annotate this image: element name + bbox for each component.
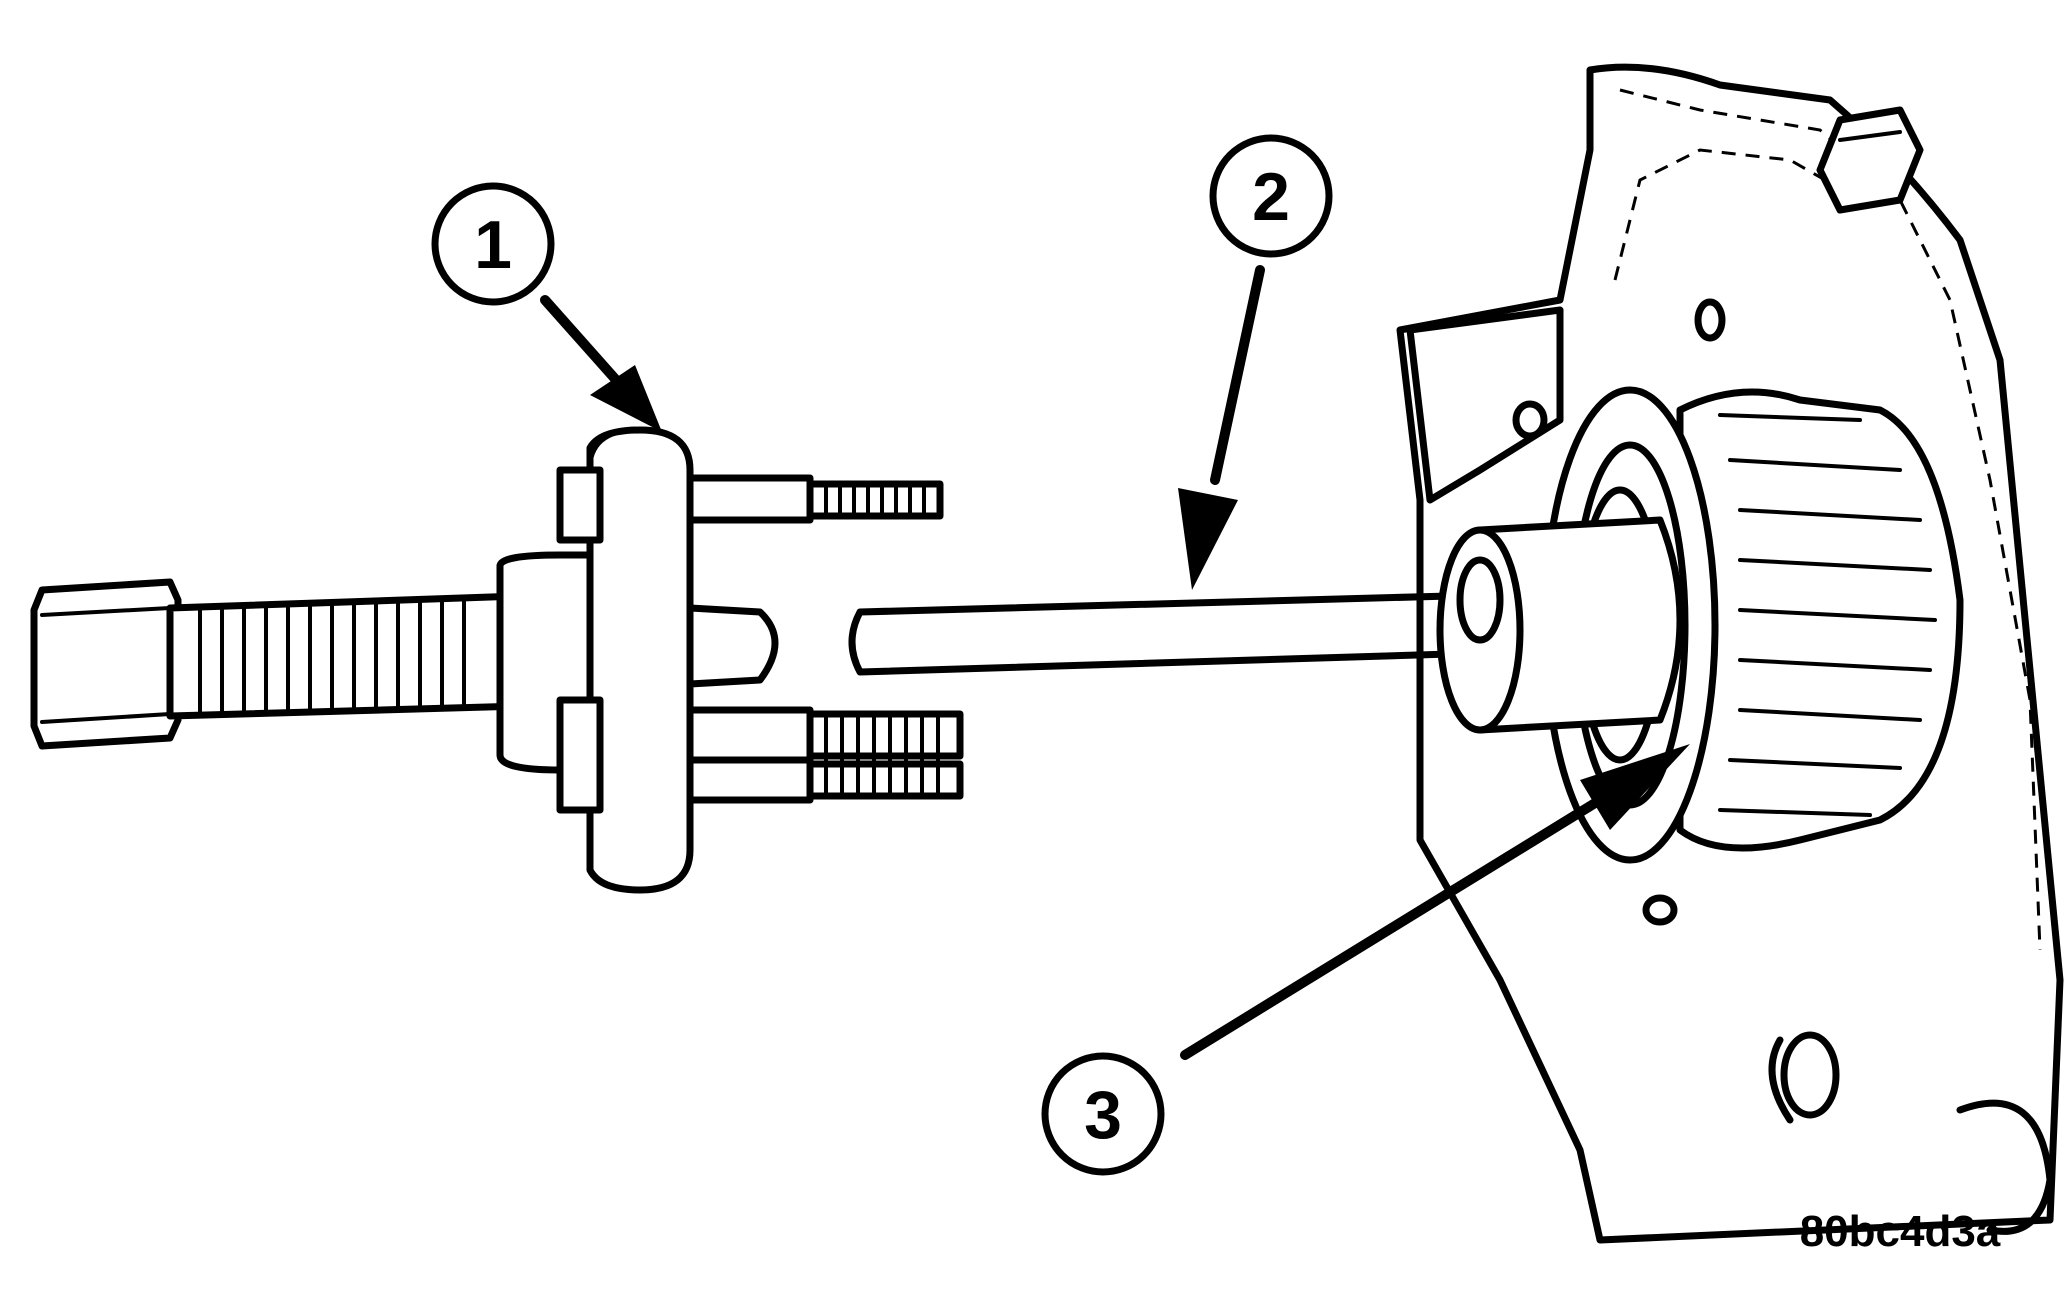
callout-2: 2: [1178, 134, 1333, 590]
callout-3-arrow: [1180, 744, 1690, 1060]
callout-3-number: 3: [1084, 1077, 1122, 1153]
callout-1: 1: [431, 182, 662, 432]
installer-rod: [848, 592, 1454, 676]
callout-1-number: 1: [474, 207, 512, 283]
engine-housing: [1396, 63, 2064, 1244]
figure-code: 80bc4d3a: [1800, 1207, 2001, 1256]
sprocket-pulley: [1436, 386, 1964, 864]
puller-tool: [30, 426, 964, 894]
callout-3: 3: [1041, 744, 1690, 1176]
callout-1-arrow: [540, 295, 662, 432]
callout-2-number: 2: [1252, 159, 1290, 235]
callout-2-arrow: [1178, 265, 1265, 590]
